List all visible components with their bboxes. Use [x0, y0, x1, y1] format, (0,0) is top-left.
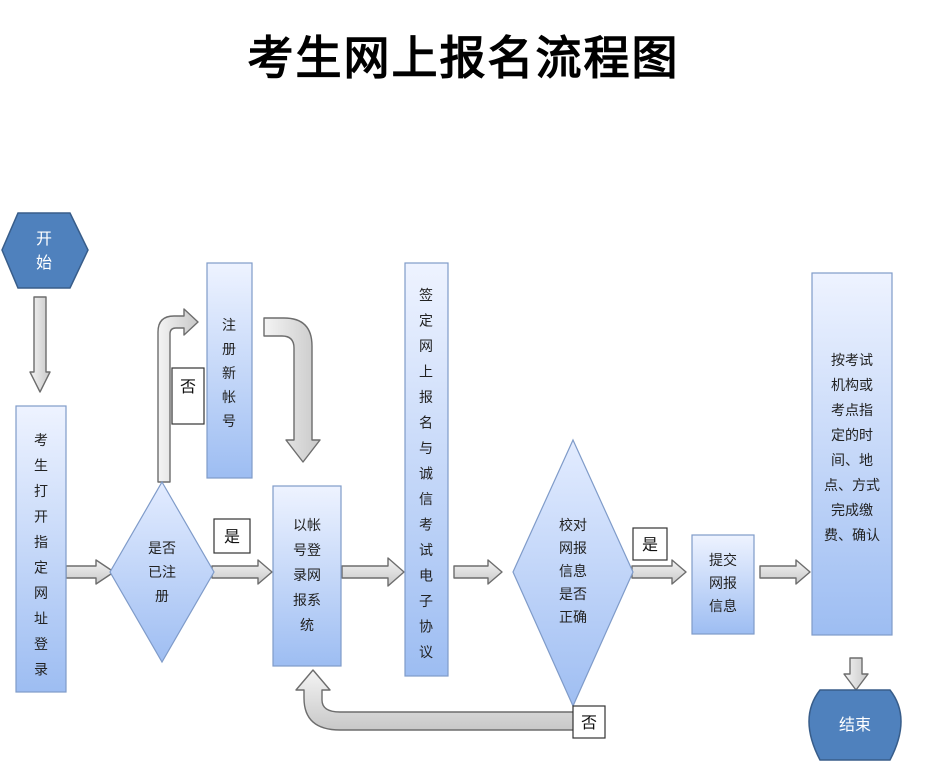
end-shape — [808, 689, 902, 761]
sign-agreement-line-1: 签 — [419, 287, 433, 304]
sign-agreement-line-5: 报 — [419, 390, 433, 406]
open-site-line-2: 生 — [34, 459, 48, 475]
end-node: 结束 — [808, 689, 902, 761]
open-site-line-8: 址 — [34, 612, 48, 628]
start-label-line-1: 开 — [36, 229, 52, 248]
login-line-2: 号登 — [293, 543, 321, 559]
arrow-submit-to-payment — [759, 559, 811, 585]
register-account-line-4: 帐 — [222, 390, 236, 406]
page-title: 考生网上报名流程图 — [247, 31, 680, 85]
open-site-line-3: 打 — [34, 483, 48, 500]
arrow-login-to-agreement — [341, 557, 405, 587]
pay-confirm-line-5: 间、地 — [831, 453, 873, 469]
sign-agreement-line-14: 协 — [419, 620, 433, 636]
pay-confirm-line-2: 机构或 — [831, 378, 873, 394]
verify-info-line-1: 校对 — [559, 517, 587, 534]
is-registered-line-3: 册 — [155, 589, 169, 605]
sign-agreement-line-11: 试 — [419, 543, 433, 559]
svg-text:否: 否 — [581, 713, 597, 732]
sign-agreement-line-4: 上 — [419, 365, 433, 381]
open-site-line-9: 登 — [34, 637, 48, 653]
register-account-line-1: 注 — [222, 318, 236, 334]
arrow-decision-to-login — [211, 559, 273, 585]
pay-confirm-line-8: 费、确认 — [824, 528, 880, 544]
start-node: 开 始 — [1, 212, 89, 289]
login-line-1: 以帐 — [293, 518, 321, 534]
is-registered-line-1: 是否 — [148, 541, 176, 557]
arrow-open-site-to-decision — [65, 559, 115, 585]
register-account-line-2: 册 — [222, 342, 236, 358]
is-registered-line-2: 已注 — [148, 565, 176, 581]
register-account-line-5: 号 — [222, 414, 236, 430]
edge-label-info-correct: 是 — [632, 527, 668, 561]
open-site-line-1: 考 — [34, 433, 48, 449]
end-label: 结束 — [839, 715, 871, 734]
pay-confirm-line-1: 按考试 — [831, 353, 873, 369]
arrow-verify-to-login-loop — [295, 669, 575, 731]
pay-confirm-line-6: 点、方式 — [824, 478, 880, 494]
verify-info-line-4: 是否 — [559, 587, 587, 603]
sign-agreement-line-8: 诚 — [419, 467, 433, 483]
sign-agreement-line-2: 定 — [419, 314, 433, 330]
sign-agreement-line-9: 信 — [419, 492, 433, 508]
sign-agreement-line-15: 议 — [419, 645, 433, 661]
edge-label-registered: 是 — [213, 518, 251, 554]
edge-label-not-registered: 否 — [171, 367, 205, 425]
open-site-line-10: 录 — [34, 663, 48, 679]
open-site-line-5: 指 — [34, 535, 48, 551]
verify-info-line-5: 正确 — [559, 610, 587, 626]
arrow-agreement-to-verify — [453, 559, 503, 585]
sign-agreement-line-3: 网 — [419, 339, 433, 355]
svg-text:否: 否 — [180, 377, 196, 396]
edge-label-info-incorrect: 否 — [572, 705, 606, 739]
arrow-start-to-open-site — [29, 296, 51, 393]
open-site-line-4: 开 — [34, 510, 48, 526]
pay-confirm-line-4: 定的时 — [831, 428, 873, 444]
submit-info-line-3: 信息 — [709, 598, 737, 615]
svg-text:是: 是 — [642, 535, 658, 554]
open-site-line-7: 网 — [34, 586, 48, 602]
verify-info-line-2: 网报 — [559, 541, 587, 557]
start-label-line-2: 始 — [36, 253, 52, 272]
login-line-3: 录网 — [293, 568, 321, 584]
register-account-line-3: 新 — [222, 366, 236, 382]
sign-agreement-line-13: 子 — [419, 594, 433, 610]
arrow-verify-to-submit — [631, 559, 687, 585]
arrow-decision-to-register — [157, 308, 199, 483]
login-line-5: 统 — [300, 618, 314, 634]
svg-text:是: 是 — [224, 527, 240, 546]
submit-info-line-1: 提交 — [709, 552, 737, 569]
pay-confirm-line-7: 完成缴 — [831, 503, 873, 519]
sign-agreement-line-12: 电 — [419, 569, 433, 585]
login-line-4: 报系 — [293, 593, 321, 609]
arrow-payment-to-end — [843, 657, 869, 691]
verify-info-line-3: 信息 — [559, 563, 587, 580]
submit-info-line-2: 网报 — [709, 576, 737, 592]
open-site-line-6: 定 — [34, 561, 48, 577]
arrow-register-to-login — [263, 317, 321, 463]
pay-confirm-line-3: 考点指 — [831, 403, 873, 419]
sign-agreement-line-10: 考 — [419, 518, 433, 534]
sign-agreement-line-6: 名 — [419, 416, 433, 432]
start-hexagon-shape — [1, 212, 89, 289]
sign-agreement-line-7: 与 — [419, 441, 433, 457]
